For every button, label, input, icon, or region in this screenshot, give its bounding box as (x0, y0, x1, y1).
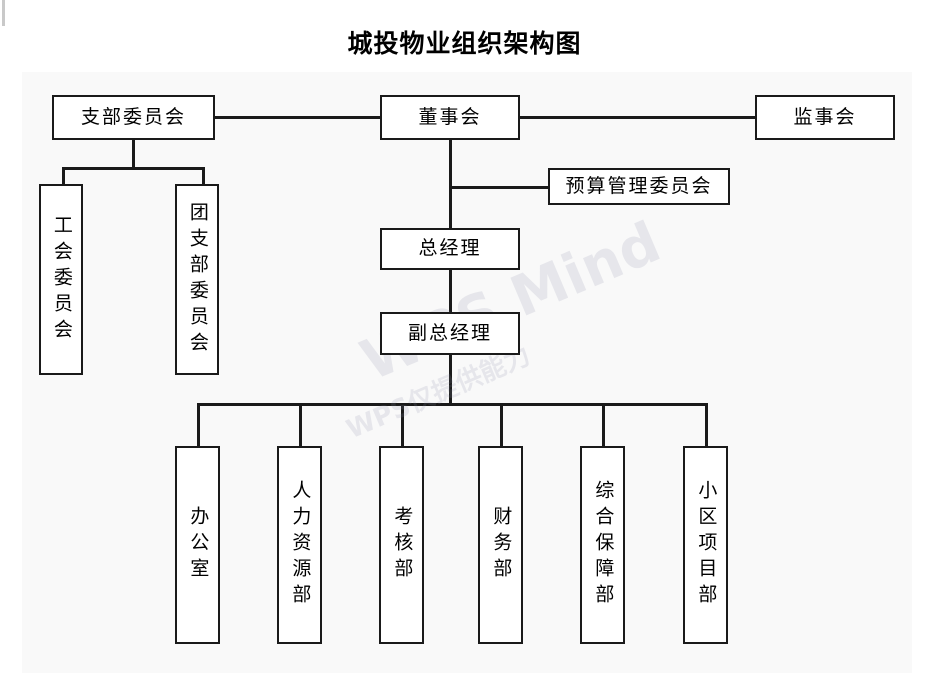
connector-drop-office (197, 403, 200, 446)
connector-board-to-supervisors (520, 116, 755, 119)
node-office[interactable]: 办公室 (175, 446, 220, 644)
connector-party-bus (62, 167, 205, 170)
connector-party-to-board (215, 116, 380, 119)
node-board-of-supervisors[interactable]: 监事会 (755, 95, 895, 140)
connector-drop-community (705, 403, 708, 446)
node-label: 监事会 (793, 105, 857, 128)
node-human-resources-department[interactable]: 人力资源部 (277, 446, 322, 644)
node-label: 考核部 (391, 506, 414, 584)
node-label: 工会委员会 (50, 214, 73, 345)
node-finance-department[interactable]: 财务部 (478, 446, 523, 644)
node-label: 办公室 (187, 506, 210, 584)
node-party-branch-committee[interactable]: 支部委员会 (52, 95, 215, 140)
connector-board-to-budget (449, 186, 551, 189)
connector-drop-hr (299, 403, 302, 446)
node-youth-league-branch-committee[interactable]: 团支部委员会 (175, 184, 219, 375)
connector-gm-to-deputy (449, 270, 452, 313)
node-label: 支部委员会 (80, 105, 186, 128)
node-label: 人力资源部 (289, 480, 312, 610)
node-label: 董事会 (418, 105, 482, 128)
node-board-of-directors[interactable]: 董事会 (380, 95, 520, 140)
node-union-committee[interactable]: 工会委员会 (39, 184, 83, 375)
node-label: 预算管理委员会 (565, 174, 713, 197)
connector-deputy-stem (449, 355, 452, 405)
connector-drop-assessment (401, 403, 404, 446)
connector-drop-finance (500, 403, 503, 446)
node-general-manager[interactable]: 总经理 (380, 228, 520, 270)
node-label: 总经理 (418, 237, 482, 260)
connector-party-stem (132, 140, 135, 170)
page-title: 城投物业组织架构图 (347, 29, 582, 58)
node-label: 小区项目部 (695, 480, 718, 610)
node-label: 副总经理 (407, 321, 492, 344)
node-community-project-department[interactable]: 小区项目部 (683, 446, 728, 644)
connector-board-spine (449, 140, 452, 230)
node-label: 综合保障部 (592, 480, 615, 610)
node-label: 财务部 (490, 506, 513, 584)
node-assessment-department[interactable]: 考核部 (379, 446, 424, 644)
connector-drop-union (62, 167, 65, 184)
node-budget-management-committee[interactable]: 预算管理委员会 (548, 168, 730, 205)
node-label: 团支部委员会 (186, 201, 209, 358)
node-deputy-general-manager[interactable]: 副总经理 (380, 312, 520, 355)
page-edge-mark (2, 0, 5, 26)
connector-department-bus (197, 403, 705, 406)
org-chart-canvas: WPS Mind WPS仅提供能力 支部委员会 (22, 72, 912, 673)
connector-drop-youth-league (202, 167, 205, 184)
node-comprehensive-support-department[interactable]: 综合保障部 (580, 446, 625, 644)
connector-drop-support (602, 403, 605, 446)
